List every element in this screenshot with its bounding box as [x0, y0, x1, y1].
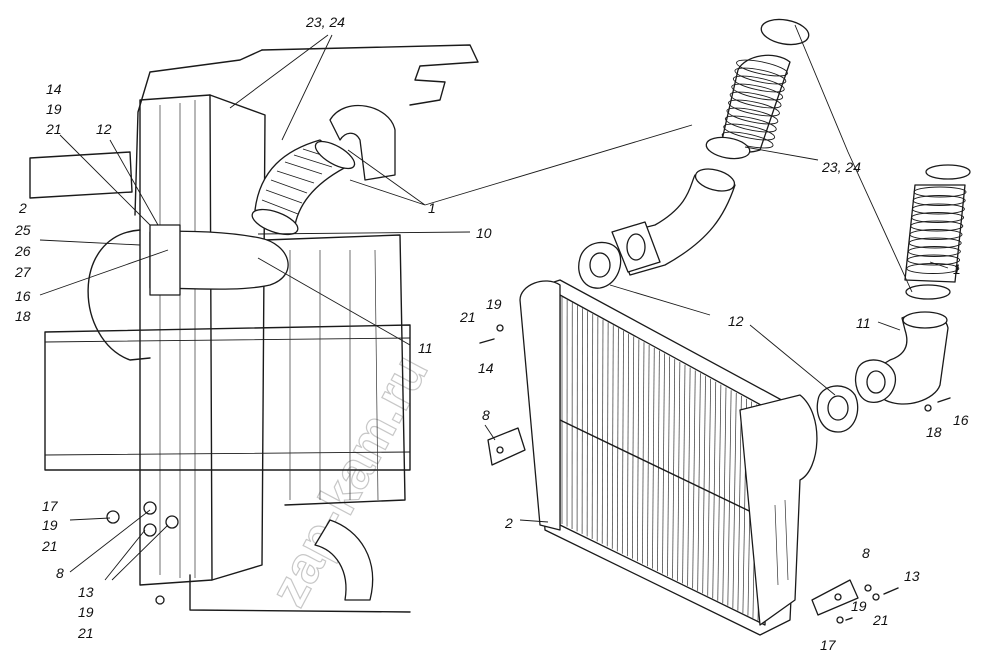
- hose-1-right: [904, 164, 971, 300]
- core-divider: [559, 419, 769, 521]
- bolt-13b: [143, 523, 157, 537]
- hose-1-installed: [251, 139, 356, 236]
- callout-12-right: 12: [728, 313, 744, 329]
- clamp-24-top: [705, 136, 751, 160]
- bolt-17: [106, 510, 120, 524]
- bracket-8-left: [487, 427, 526, 466]
- callout-18: 18: [15, 308, 31, 324]
- bolt-16-right: [937, 397, 951, 403]
- installed-assembly: [29, 44, 479, 613]
- callout-21: 21: [45, 121, 62, 137]
- callout-17-right: 17: [820, 637, 837, 653]
- frame-ribs: [159, 100, 196, 578]
- tank-slots: [774, 499, 789, 586]
- bracket-12-installed: [149, 224, 181, 296]
- callout-labels: 23, 24 14 19 21 12 2 25 26 27 16 18 1 10…: [14, 14, 969, 653]
- clamp-23-top: [760, 18, 810, 46]
- callout-14-mid: 14: [478, 360, 494, 376]
- bolt-13-right: [883, 587, 899, 595]
- lower-outlet-pipe: [314, 519, 374, 601]
- callout-18-right: 18: [926, 424, 942, 440]
- leader-lines: [39, 24, 949, 581]
- callout-13-right: 13: [904, 568, 920, 584]
- bracket-8-left-hole: [496, 446, 504, 454]
- washer-17-right: [836, 616, 844, 624]
- upper-elbow: [329, 104, 396, 181]
- callout-26: 26: [14, 243, 31, 259]
- hose-1-top: [705, 18, 810, 160]
- callout-21-right: 21: [872, 612, 889, 628]
- cooler-left-tank: [519, 280, 561, 531]
- pipe-11-installed: [149, 230, 289, 290]
- engine-ribs: [289, 249, 379, 501]
- drain-plug: [155, 595, 165, 605]
- air-duct-body: [87, 229, 151, 361]
- callout-19-left: 19: [42, 517, 58, 533]
- washer-18-right: [924, 404, 932, 412]
- bracket-8-right-hole: [834, 593, 842, 601]
- callout-27: 27: [14, 264, 32, 280]
- callout-21-mid: 21: [459, 309, 476, 325]
- callout-11-left: 11: [418, 340, 433, 356]
- callout-23-24-right: 23, 24: [821, 159, 861, 175]
- callout-2-right: 2: [504, 515, 513, 531]
- callout-11-right: 11: [856, 315, 871, 331]
- callout-16-right: 16: [953, 412, 969, 428]
- callout-23-24-top: 23, 24: [305, 14, 345, 30]
- left-pipe-stub: [29, 151, 133, 199]
- clamp-23-right: [925, 164, 971, 180]
- callout-19-mid: 19: [486, 296, 502, 312]
- callout-12: 12: [96, 121, 112, 137]
- bolt-13a: [143, 501, 157, 515]
- callout-8-right: 8: [862, 545, 870, 561]
- cab-bracket: [261, 44, 479, 106]
- callout-8-left: 8: [56, 565, 64, 581]
- callout-19-right: 19: [851, 598, 867, 614]
- callout-8-mid: 8: [482, 407, 490, 423]
- gasket-12-left: [578, 241, 622, 289]
- callout-21-bottom: 21: [77, 625, 94, 641]
- pipe-10: [611, 168, 736, 276]
- lower-frame: [189, 574, 411, 613]
- callout-21-left: 21: [41, 538, 58, 554]
- callout-25: 25: [14, 222, 31, 238]
- bolt-14-left: [479, 338, 495, 344]
- callout-10: 10: [476, 225, 492, 241]
- washer-19-right: [864, 584, 872, 592]
- lower-crossmember: [44, 324, 411, 471]
- nut-21-right: [872, 593, 880, 601]
- nut-17-right: [845, 617, 853, 621]
- callout-2: 2: [18, 200, 27, 216]
- callout-14: 14: [46, 81, 62, 97]
- clamp-24-right: [905, 284, 951, 300]
- bellows-right: [906, 186, 967, 274]
- radiator-frame-side: [209, 94, 266, 581]
- gasket-12-right: [816, 385, 859, 433]
- callout-16: 16: [15, 288, 31, 304]
- crossmember-lines: [44, 337, 411, 456]
- callout-19-bottom: 19: [78, 604, 94, 620]
- pipe-11-right: [855, 311, 949, 405]
- bellows-top: [721, 59, 788, 149]
- callout-1-right: 1: [953, 261, 961, 277]
- engine-block: [264, 234, 406, 506]
- callout-17-left: 17: [42, 498, 59, 514]
- callout-1-left: 1: [428, 200, 436, 216]
- washer-19-left: [496, 324, 504, 332]
- intercooler-core: [519, 279, 818, 636]
- callout-13-left: 13: [78, 584, 94, 600]
- cooler-right-tank: [739, 394, 818, 626]
- bolt-13c: [165, 515, 179, 529]
- callout-19: 19: [46, 101, 62, 117]
- frame-outline-top: [134, 49, 263, 216]
